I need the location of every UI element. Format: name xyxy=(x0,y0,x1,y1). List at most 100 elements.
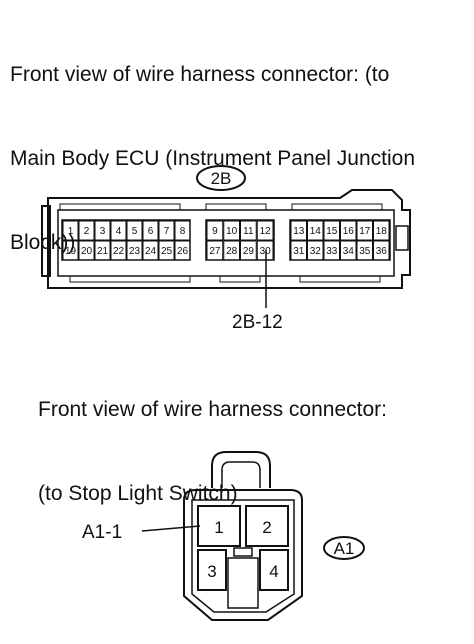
connector-a1-key xyxy=(233,547,253,557)
connector-2b-pin-28: 28 xyxy=(226,246,238,257)
connector-2b-pin-cell-31 xyxy=(290,240,307,261)
connector-2b-pin-26: 26 xyxy=(177,246,189,257)
connector-2b-pin-cell-29 xyxy=(240,240,257,261)
connector-2b-pin-cell-9 xyxy=(206,220,224,241)
connector-2b-pin-cell-36 xyxy=(373,240,390,261)
connector-2b-callout-label: 2B-12 xyxy=(232,312,283,333)
connector-2b-pin-31: 31 xyxy=(293,246,305,257)
connector-2b-pin-cell-16 xyxy=(340,220,357,241)
connector-2b-pin-cell-5 xyxy=(126,220,143,241)
connector-2b-pin-cell-23 xyxy=(126,240,143,261)
connector-2b-pin-cell-20 xyxy=(78,240,95,261)
connector-2b-pin-35: 35 xyxy=(359,246,371,257)
bottom-heading: Front view of wire harness connector: (t… xyxy=(38,340,387,536)
connector-2b-pin-cell-33 xyxy=(323,240,340,261)
bottom-heading-line1: Front view of wire harness connector: xyxy=(38,398,387,421)
connector-2b-pin-11: 11 xyxy=(243,226,254,237)
connector-2b-pin-24: 24 xyxy=(145,246,157,257)
connector-a1-pin-3: 3 xyxy=(207,562,216,581)
connector-2b-pin-10: 10 xyxy=(226,226,238,237)
connector-2b-pin-2: 2 xyxy=(84,226,90,237)
connector-2b-pin-3: 3 xyxy=(100,226,106,237)
connector-2b-pin-cell-15 xyxy=(323,220,340,241)
connector-a1-callout-label: A1-1 xyxy=(82,522,122,543)
connector-2b-pin-33: 33 xyxy=(326,246,338,257)
connector-2b-pin-9: 9 xyxy=(212,226,218,237)
connector-2b-pin-cell-17 xyxy=(356,220,373,241)
connector-2b-pin-1: 1 xyxy=(68,226,74,237)
connector-2b-pin-cell-32 xyxy=(307,240,324,261)
connector-2b-pin-18: 18 xyxy=(376,226,388,237)
connector-a1-callout-leader xyxy=(141,525,201,532)
connector-2b-pin-cell-27 xyxy=(206,240,224,261)
connector-2b-pin-cell-24 xyxy=(142,240,159,261)
connector-2b-left-latch xyxy=(41,205,51,277)
connector-a1-cell-2 xyxy=(245,505,289,547)
connector-2b-pin-cell-12 xyxy=(256,220,274,241)
connector-2b-pin-cell-3 xyxy=(94,220,111,241)
connector-2b-body xyxy=(47,189,411,289)
connector-2b-pin-cell-18 xyxy=(373,220,390,241)
connector-2b-pin-23: 23 xyxy=(129,246,141,257)
connector-2b-top-tab-left xyxy=(59,203,181,211)
top-heading-line1: Front view of wire harness connector: (t… xyxy=(10,63,390,86)
connector-2b-pin-8: 8 xyxy=(180,226,186,237)
connector-2b-pin-cell-22 xyxy=(110,240,127,261)
connector-a1-latch-inner xyxy=(221,461,261,488)
connector-a1-pin-1: 1 xyxy=(214,518,223,537)
connector-a1-cell-3 xyxy=(197,549,227,591)
connector-2b-pin-29: 29 xyxy=(243,246,255,257)
connector-2b-pin-16: 16 xyxy=(343,226,355,237)
connector-2b xyxy=(41,165,411,308)
connector-2b-pin-5: 5 xyxy=(132,226,138,237)
connector-a1-code-badge xyxy=(323,536,365,560)
connector-2b-pin-cell-28 xyxy=(223,240,240,261)
connector-2b-pin-cell-35 xyxy=(356,240,373,261)
connector-2b-pin-20: 20 xyxy=(81,246,93,257)
connector-2b-pin-15: 15 xyxy=(326,226,338,237)
connector-2b-pin-4: 4 xyxy=(116,226,122,237)
connector-2b-pin-cell-6 xyxy=(142,220,159,241)
connector-2b-pin-cell-26 xyxy=(174,240,191,261)
connector-2b-pin-cell-30 xyxy=(256,240,274,261)
connector-2b-pin-30: 30 xyxy=(260,246,272,257)
connector-a1-pin-2: 2 xyxy=(262,518,271,537)
connector-2b-pin-12: 12 xyxy=(260,226,272,237)
top-heading-line2: Main Body ECU (Instrument Panel Junction xyxy=(10,147,416,170)
connector-2b-bottom-tab-mid xyxy=(219,275,261,283)
connector-2b-pin-7: 7 xyxy=(164,226,170,237)
connector-2b-pin-34: 34 xyxy=(343,246,355,257)
connector-2b-pin-36: 36 xyxy=(376,246,388,257)
connector-2b-pin-cell-19 xyxy=(62,240,79,261)
connector-a1-code: A1 xyxy=(334,539,355,558)
connector-2b-pin-cell-14 xyxy=(307,220,324,241)
connector-2b-code-badge xyxy=(196,165,246,191)
connector-2b-pin-cell-10 xyxy=(223,220,240,241)
connector-2b-pin-19: 19 xyxy=(65,246,77,257)
connector-a1-cell-4 xyxy=(259,549,289,591)
connector-a1-body xyxy=(183,489,303,621)
connector-2b-pin-17: 17 xyxy=(359,226,371,237)
connector-2b-pin-cell-34 xyxy=(340,240,357,261)
connector-2b-pin-27: 27 xyxy=(209,246,221,257)
connector-2b-top-tab-mid xyxy=(205,203,267,211)
connector-a1-center-slot xyxy=(227,557,259,609)
connector-a1 xyxy=(141,451,365,621)
connector-2b-bottom-tab-left xyxy=(69,275,191,283)
connector-2b-pin-14: 14 xyxy=(310,226,322,237)
connector-2b-pin-cell-7 xyxy=(158,220,175,241)
connector-2b-pin-25: 25 xyxy=(161,246,173,257)
connector-2b-pin-cell-1 xyxy=(62,220,79,241)
connector-2b-right-key xyxy=(395,225,409,251)
connector-2b-pin-cell-8 xyxy=(174,220,191,241)
connector-a1-pin-4: 4 xyxy=(269,562,278,581)
connector-2b-top-tab-right xyxy=(291,203,383,211)
connector-2b-pin-32: 32 xyxy=(310,246,322,257)
connector-a1-inner xyxy=(191,499,295,613)
connector-2b-pin-cell-21 xyxy=(94,240,111,261)
connector-2b-pin-cell-11 xyxy=(240,220,257,241)
connector-2b-pin-cell-13 xyxy=(290,220,307,241)
connector-2b-pin-cell-4 xyxy=(110,220,127,241)
